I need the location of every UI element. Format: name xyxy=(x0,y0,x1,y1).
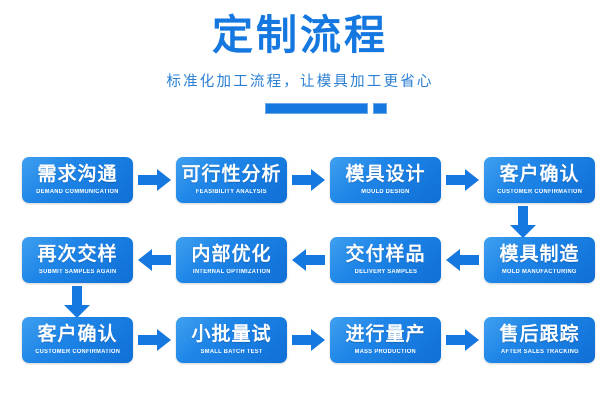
flow-step-label-cn: 进行量产 xyxy=(345,324,426,345)
divider-bar xyxy=(265,103,368,115)
flow-step-label-en: DELIVERY SAMPLES xyxy=(354,269,417,275)
flow-step-label-cn: 需求沟通 xyxy=(37,164,118,185)
flow-step-box[interactable]: 模具设计 MOULD DESIGN xyxy=(330,157,441,203)
flow-step-label-en: CUSTOMER CONFIRMATION xyxy=(35,349,120,355)
flow-step-label-en: INTERNAL OPTIMIZATION xyxy=(192,269,271,275)
process-flow-diagram: 需求沟通 DEMAND COMMUNICATION 可行性分析 FEASIBILITY… xyxy=(0,156,600,396)
flow-step-label-cn: 客户确认 xyxy=(37,324,118,345)
flow-step-label-en: CUSTOMER CONFIRMATION xyxy=(497,189,582,195)
flow-row-2: 再次交样 SUBMIT SAMPLES AGAIN 内部优化 INTERNAL OPT… xyxy=(0,236,600,284)
flow-step-label-cn: 交付样品 xyxy=(345,244,426,265)
flow-step-box[interactable]: 售后跟踪 AFTER SALES TRACKING xyxy=(484,317,595,363)
page-title: 定制流程 xyxy=(212,12,388,58)
flow-step-label-en: SUBMIT SAMPLES AGAIN xyxy=(38,269,117,275)
flow-step-box[interactable]: 交付样品 DELIVERY SAMPLES xyxy=(330,237,441,283)
header-divider xyxy=(0,103,600,115)
flow-step-label-en: SMALL BATCH TEST xyxy=(200,349,263,355)
arrow-left-icon xyxy=(446,249,479,271)
flow-step-box[interactable]: 模具制造 MOLD MANUFACTURING xyxy=(484,237,595,283)
flow-step-label-cn: 模具制造 xyxy=(499,244,580,265)
flow-row-1: 需求沟通 DEMAND COMMUNICATION 可行性分析 FEASIBILITY… xyxy=(0,156,600,204)
arrow-right-icon xyxy=(292,329,325,351)
page-subtitle: 标准化加工流程，让模具加工更省心 xyxy=(166,74,434,91)
connector-row2-to-row3 xyxy=(64,286,90,318)
flow-step-label-cn: 可行性分析 xyxy=(181,164,282,185)
flow-step-box[interactable]: 客户确认 CUSTOMER CONFIRMATION xyxy=(484,157,595,203)
arrow-right-icon xyxy=(446,169,479,191)
flow-step-label-en: MOULD DESIGN xyxy=(361,189,410,195)
arrow-right-icon xyxy=(292,169,325,191)
flow-step-box[interactable]: 客户确认 CUSTOMER CONFIRMATION xyxy=(22,317,133,363)
flow-step-box[interactable]: 内部优化 INTERNAL OPTIMIZATION xyxy=(176,237,287,283)
flow-step-box[interactable]: 需求沟通 DEMAND COMMUNICATION xyxy=(22,157,133,203)
divider-square xyxy=(373,103,387,115)
arrow-right-icon xyxy=(446,329,479,351)
flow-step-label-en: MASS PRODUCTION xyxy=(354,349,417,355)
connector-row1-to-row2 xyxy=(510,206,536,238)
flow-step-box[interactable]: 可行性分析 FEASIBILITY ANALYSIS xyxy=(176,157,287,203)
flow-step-label-en: MOLD MANUFACTURING xyxy=(502,269,577,275)
flow-step-box[interactable]: 小批量试 SMALL BATCH TEST xyxy=(176,317,287,363)
arrow-right-icon xyxy=(138,329,171,351)
flow-step-label-en: AFTER SALES TRACKING xyxy=(500,349,579,355)
arrow-left-icon xyxy=(138,249,171,271)
flow-step-label-cn: 内部优化 xyxy=(191,244,272,265)
flow-step-label-cn: 小批量试 xyxy=(191,324,272,345)
flow-row-3: 客户确认 CUSTOMER CONFIRMATION 小批量试 SMALL BATCH… xyxy=(0,316,600,364)
page-header: 定制流程 标准化加工流程，让模具加工更省心 xyxy=(0,0,600,115)
arrow-right-icon xyxy=(138,169,171,191)
flow-step-label-cn: 客户确认 xyxy=(499,164,580,185)
flow-step-label-cn: 售后跟踪 xyxy=(499,324,580,345)
flow-step-label-en: FEASIBILITY ANALYSIS xyxy=(195,189,268,195)
flow-step-label-cn: 再次交样 xyxy=(37,244,118,265)
flow-step-label-cn: 模具设计 xyxy=(345,164,426,185)
arrow-left-icon xyxy=(292,249,325,271)
flow-step-box[interactable]: 进行量产 MASS PRODUCTION xyxy=(330,317,441,363)
flow-step-box[interactable]: 再次交样 SUBMIT SAMPLES AGAIN xyxy=(22,237,133,283)
flow-step-label-en: DEMAND COMMUNICATION xyxy=(36,189,119,195)
